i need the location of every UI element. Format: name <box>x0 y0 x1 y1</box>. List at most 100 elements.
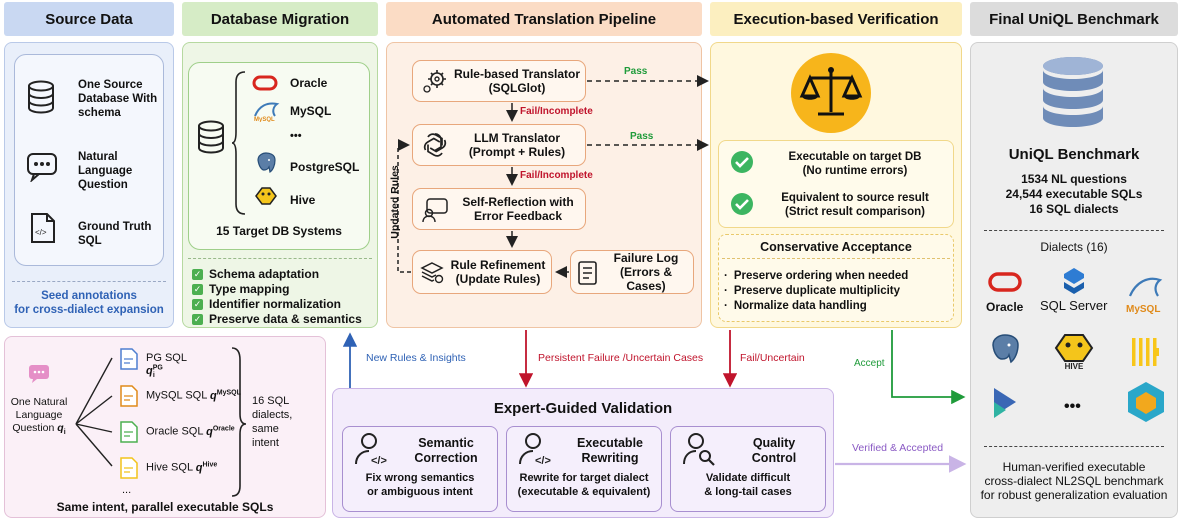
accept-label: Accept <box>854 358 885 369</box>
pg-sql-file-icon <box>120 348 138 375</box>
reflection-icon <box>421 197 449 228</box>
failure-log-node: Failure Log (Errors & Cases) <box>570 250 694 294</box>
fail-label-2: Fail/Incomplete <box>520 170 593 181</box>
postgresql-icon <box>254 152 278 181</box>
migration-check-4: ✓Preserve data & semantics <box>192 312 362 326</box>
sqlserver-logo-label: SQL Server <box>1040 298 1108 313</box>
rule-based-translator-node: Rule-based Translator (SQLGlot) <box>412 60 586 102</box>
person-code-icon: </> <box>518 432 552 471</box>
mysql-logo-icon: MySQL <box>1124 270 1164 321</box>
final-caption-2: cross-dialect NL2SQL benchmark <box>984 474 1164 488</box>
gear-icon <box>421 67 449 100</box>
updated-rules-label: Updated Rules <box>389 165 401 239</box>
system-hive: Hive <box>290 193 316 207</box>
parallel-caption: Same intent, parallel executable SQLs <box>56 500 274 514</box>
oracle-sql-file-icon <box>120 421 138 448</box>
svg-text:</>: </> <box>35 228 47 237</box>
rule-refinement-label: Rule Refinement (Update Rules) <box>450 258 546 286</box>
database-icon <box>26 80 56 119</box>
persistent-failure-label: Persistent Failure /Uncertain Cases <box>538 352 704 364</box>
equivalent-check-line2: (Strict result comparison) <box>785 206 925 218</box>
svg-text:</>: </> <box>371 455 387 466</box>
migration-check-1: ✓Schema adaptation <box>192 267 320 281</box>
final-divider-1 <box>984 230 1164 231</box>
check-icon: ✓ <box>192 299 203 311</box>
benchmark-stat-2: 24,544 executable SQLs <box>1005 187 1143 201</box>
executable-rewriting-card <box>506 426 662 512</box>
final-divider-2 <box>984 446 1164 447</box>
mysql-sql-file-icon <box>120 385 138 412</box>
svg-text:</>: </> <box>535 455 551 466</box>
oracle-logo-label: Oracle <box>986 300 1024 314</box>
fail-uncertain-label: Fail/Uncertain <box>740 352 805 364</box>
pass-label-2: Pass <box>630 131 654 142</box>
final-caption-1: Human-verified executable <box>1002 460 1146 474</box>
system-oracle: Oracle <box>290 76 328 90</box>
green-check-icon <box>730 192 754 221</box>
quality-title-1: Quality <box>752 436 796 450</box>
rule-based-translator-label: Rule-based Translator (SQLGlot) <box>453 67 581 95</box>
hive-logo-label: HIVE <box>1065 362 1084 370</box>
migration-systems-box <box>188 62 370 250</box>
benchmark-stat-1: 1534 NL questions <box>1021 172 1127 186</box>
clickhouse-logo-icon <box>1130 336 1160 373</box>
semantic-desc-1: Fix wrong semantics <box>365 472 475 484</box>
semantic-title-1: Semantic <box>418 436 474 450</box>
kylin-logo-icon <box>1124 380 1168 429</box>
parallel-fan-lines <box>75 347 247 497</box>
oracle-logo-icon <box>988 272 1022 297</box>
mysql-icon: MySQL <box>252 100 280 127</box>
verified-accepted-label: Verified & Accepted <box>852 442 944 454</box>
acceptance-item-3: ·Normalize data handling <box>724 300 867 312</box>
hive-sql-label: Hive SQL qHive <box>146 461 218 474</box>
source-item-sql-label: Ground Truth SQL <box>78 221 152 247</box>
verification-checks-box <box>718 140 954 228</box>
openai-icon <box>421 131 449 164</box>
llm-translator-node: LLM Translator (Prompt + Rules) <box>412 124 586 166</box>
svg-text:MySQL: MySQL <box>254 117 275 122</box>
oracle-sql-label: Oracle SQL qOracle <box>146 425 235 438</box>
header-database-migration: Database Migration <box>182 2 378 36</box>
target-db-caption: 15 Target DB Systems <box>216 224 342 238</box>
failure-log-label: Failure Log (Errors & Cases) <box>613 251 679 293</box>
more-sqls: ... <box>122 484 132 496</box>
executable-check-line1: Executable on target DB <box>788 151 922 163</box>
rule-refinement-node: Rule Refinement (Update Rules) <box>412 250 552 294</box>
check-icon: ✓ <box>192 314 203 326</box>
executable-desc-1: Rewrite for target dialect <box>519 472 649 484</box>
mysql-sql-label: MySQL SQL qMySQL <box>146 389 241 402</box>
source-item-database-label: One Source Database With schema <box>78 79 158 119</box>
chat-icon <box>26 152 58 187</box>
pass-label-1: Pass <box>624 66 648 77</box>
more-dialects-dots: ••• <box>1064 398 1081 415</box>
scales-icon <box>790 52 872 139</box>
migration-brace <box>231 70 246 221</box>
check-icon: ✓ <box>192 269 203 281</box>
acceptance-item-2: ·Preserve duplicate multiplicity <box>724 285 901 297</box>
header-translation-pipeline: Automated Translation Pipeline <box>386 2 702 36</box>
benchmark-title: UniQL Benchmark <box>1008 146 1140 163</box>
conservative-acceptance-box <box>718 234 954 322</box>
layers-gear-icon <box>419 260 445 291</box>
sql-file-icon: </> <box>30 212 56 249</box>
equivalent-check-line1: Equivalent to source result <box>781 192 929 204</box>
migration-check-2: ✓Type mapping <box>192 282 290 296</box>
self-reflection-node: Self-Reflection with Error Feedback <box>412 188 586 230</box>
acceptance-divider <box>722 258 950 259</box>
parallel-sql-panel <box>4 336 326 518</box>
hive-icon <box>254 184 278 213</box>
source-items-box <box>14 54 164 266</box>
header-execution-verification: Execution-based Verification <box>710 2 962 36</box>
quality-desc-1: Validate difficult <box>705 472 791 484</box>
source-item-question-label: Natural Language Question <box>78 151 133 191</box>
system-more: ••• <box>290 130 302 142</box>
hive-sql-file-icon <box>120 457 138 484</box>
executable-check-line2: (No runtime errors) <box>802 165 908 177</box>
hive-logo-icon: HIVE <box>1052 330 1096 375</box>
acceptance-item-1: ·Preserve ordering when needed <box>724 270 909 282</box>
conservative-acceptance-title: Conservative Acceptance <box>760 240 912 254</box>
question-chat-icon <box>28 364 50 389</box>
final-caption-3: for robust generalization evaluation <box>980 488 1168 502</box>
question-label: One Natural Language Question qi <box>10 396 68 437</box>
